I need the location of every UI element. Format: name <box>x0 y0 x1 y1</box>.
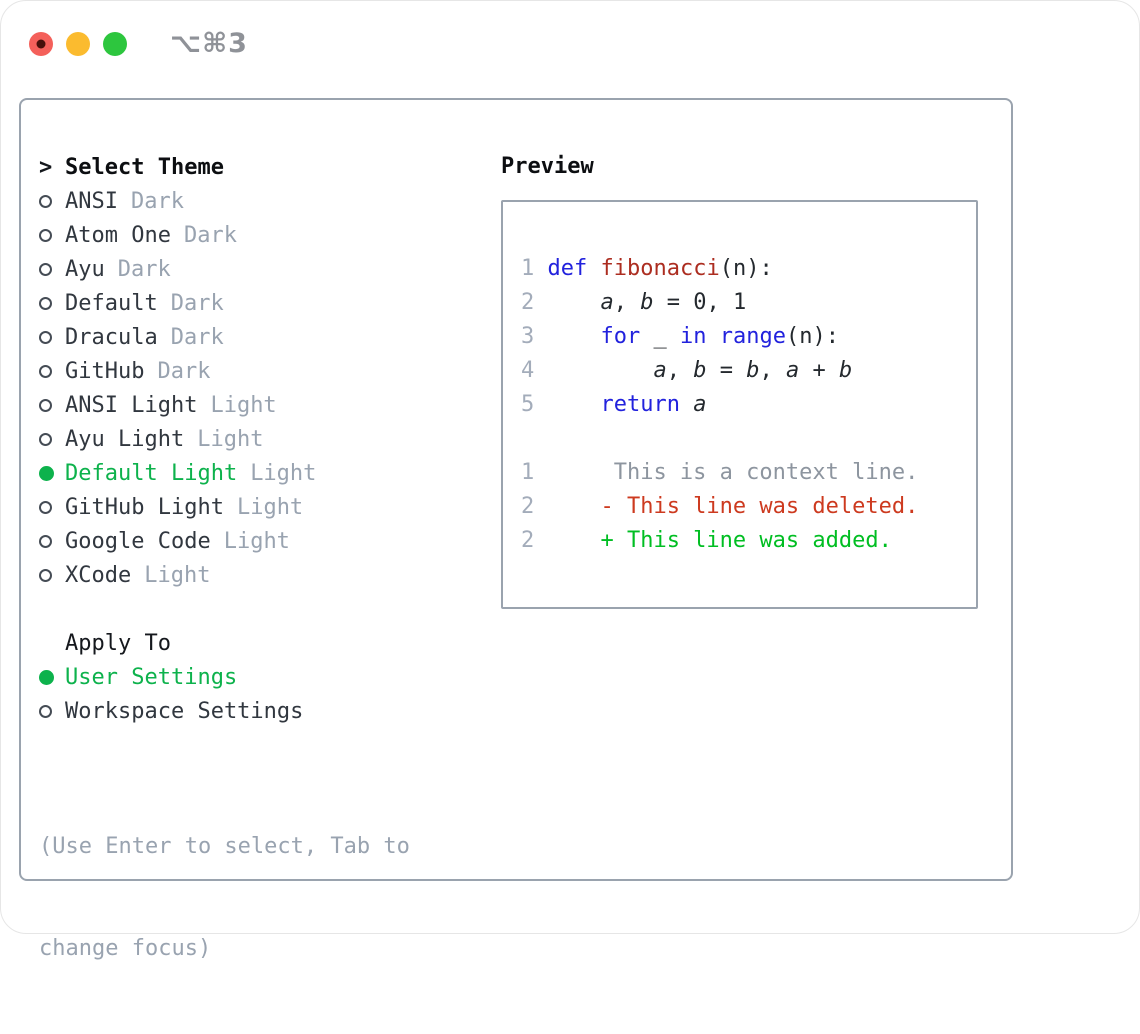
theme-variant-tag: Dark <box>130 188 184 214</box>
radio-selected-icon <box>39 465 65 481</box>
theme-variant-tag: Dark <box>157 358 211 384</box>
code-line: 5 return a <box>521 388 976 422</box>
radio-unselected-icon <box>39 704 65 718</box>
theme-option-atom-one[interactable]: Atom One Dark <box>39 218 410 252</box>
theme-variant-tag: Dark <box>170 324 224 350</box>
theme-name: Atom One <box>65 222 171 248</box>
apply-to-header: Apply To <box>39 626 410 660</box>
theme-variant-tag: Light <box>236 494 304 520</box>
theme-option-github[interactable]: GitHub Dark <box>39 354 410 388</box>
code-line: 3 for _ in range(n): <box>521 320 976 354</box>
close-button[interactable] <box>29 31 53 56</box>
radio-unselected-icon <box>39 194 65 208</box>
line-number: 4 <box>521 358 535 383</box>
titlebar: ⌥⌘3 <box>29 28 248 59</box>
theme-option-ansi-light[interactable]: ANSI Light Light <box>39 388 410 422</box>
preview-title: Preview <box>501 154 594 179</box>
code-line: 2 + This line was added. <box>521 524 976 558</box>
theme-option-github-light[interactable]: GitHub Light Light <box>39 490 410 524</box>
radio-unselected-icon <box>39 364 65 378</box>
theme-option-ansi[interactable]: ANSI Dark <box>39 184 410 218</box>
radio-unselected-icon <box>39 262 65 276</box>
theme-name: Google Code <box>65 528 211 554</box>
apply-option-workspace-settings[interactable]: Workspace Settings <box>39 694 410 728</box>
radio-selected-icon <box>39 669 65 685</box>
code-line <box>521 422 976 456</box>
minimize-button[interactable] <box>66 31 90 56</box>
theme-name: XCode <box>65 562 132 588</box>
theme-variant-tag: Light <box>210 392 277 418</box>
theme-name: ANSI <box>65 188 118 214</box>
radio-unselected-icon <box>39 534 65 548</box>
keyboard-shortcut-label: ⌥⌘3 <box>170 28 248 59</box>
code-line: 4 a, b = b, a + b <box>521 354 976 388</box>
line-number: 2 <box>521 290 535 315</box>
apply-option-label: User Settings <box>65 664 238 690</box>
hint-line: change focus) <box>39 936 212 961</box>
code-line: 2 - This line was deleted. <box>521 490 976 524</box>
usage-hint: (Use Enter to select, Tab to change focu… <box>39 762 410 1034</box>
theme-name: GitHub Light <box>65 494 224 520</box>
select-theme-title: Select Theme <box>65 154 224 180</box>
theme-name: Ayu Light <box>65 426 185 452</box>
theme-option-xcode[interactable]: XCode Light <box>39 558 410 592</box>
theme-option-default-light[interactable]: Default Light Light <box>39 456 410 490</box>
radio-unselected-icon <box>39 330 65 344</box>
apply-option-user-settings[interactable]: User Settings <box>39 660 410 694</box>
theme-option-google-code[interactable]: Google Code Light <box>39 524 410 558</box>
theme-name: Default <box>65 290 158 316</box>
hint-line: (Use Enter to select, Tab to <box>39 834 410 859</box>
code-line: 1 This is a context line. <box>521 456 976 490</box>
prompt-caret: > <box>39 154 53 180</box>
theme-name: Dracula <box>65 324 158 350</box>
line-number: 1 <box>521 460 535 485</box>
radio-unselected-icon <box>39 432 65 446</box>
radio-unselected-icon <box>39 228 65 242</box>
radio-unselected-icon <box>39 398 65 412</box>
theme-variant-tag: Dark <box>117 256 171 282</box>
theme-variant-tag: Dark <box>183 222 237 248</box>
theme-name: ANSI Light <box>65 392 198 418</box>
theme-option-default[interactable]: Default Dark <box>39 286 410 320</box>
line-number: 5 <box>521 392 535 417</box>
theme-option-dracula[interactable]: Dracula Dark <box>39 320 410 354</box>
theme-option-ayu-light[interactable]: Ayu Light Light <box>39 422 410 456</box>
theme-variant-tag: Light <box>250 460 317 486</box>
theme-name: Ayu <box>65 256 105 282</box>
radio-unselected-icon <box>39 568 65 582</box>
line-number: 3 <box>521 324 535 349</box>
theme-variant-tag: Light <box>144 562 211 588</box>
line-number: 2 <box>521 528 535 553</box>
radio-unselected-icon <box>39 296 65 310</box>
line-number: 2 <box>521 494 535 519</box>
theme-variant-tag: Light <box>197 426 264 452</box>
theme-option-ayu[interactable]: Ayu Dark <box>39 252 410 286</box>
theme-variant-tag: Light <box>223 528 290 554</box>
select-theme-header: > Select Theme <box>39 150 410 184</box>
radio-unselected-icon <box>39 500 65 514</box>
zoom-button[interactable] <box>103 31 127 56</box>
theme-name: GitHub <box>65 358 145 384</box>
theme-variant-tag: Dark <box>170 290 224 316</box>
apply-option-label: Workspace Settings <box>65 698 304 724</box>
theme-name: Default Light <box>65 460 238 486</box>
line-number: 1 <box>521 256 535 281</box>
code-line: 2 a, b = 0, 1 <box>521 286 976 320</box>
apply-to-label: Apply To <box>65 630 171 656</box>
